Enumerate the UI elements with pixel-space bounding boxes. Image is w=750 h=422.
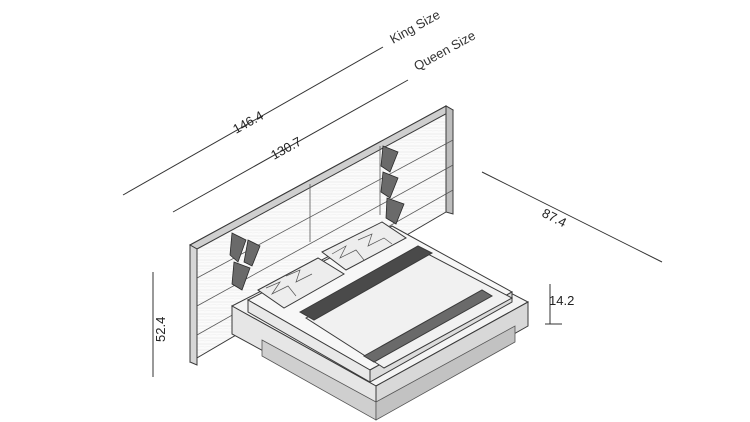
king-size-label: King Size [387, 7, 442, 47]
headboard-side-edge [445, 105, 454, 215]
pillow-right [321, 221, 407, 271]
queen-size-label: Queen Size [411, 28, 478, 74]
headboard-height-value: 52.4 [153, 317, 168, 342]
pillow-texture [265, 233, 393, 297]
platform-height-value: 14.2 [549, 293, 574, 308]
queen-width-value: 130.7 [268, 134, 304, 163]
depth-line [481, 171, 663, 263]
depth-value: 87.4 [540, 205, 569, 230]
bed-runner-end [363, 289, 493, 363]
bed-runner-stripe [298, 245, 434, 321]
king-width-line [122, 46, 384, 196]
queen-width-line [172, 79, 409, 213]
plinth-right [375, 325, 516, 421]
pillow-left [257, 257, 345, 309]
pillows [257, 221, 407, 309]
mattress [246, 225, 514, 383]
left-accent-diamonds [229, 232, 261, 291]
headboard-left-edge [189, 244, 198, 366]
dimension-lines [122, 46, 663, 377]
right-accent-diamonds [380, 145, 405, 225]
king-width-value: 146.4 [230, 108, 266, 137]
